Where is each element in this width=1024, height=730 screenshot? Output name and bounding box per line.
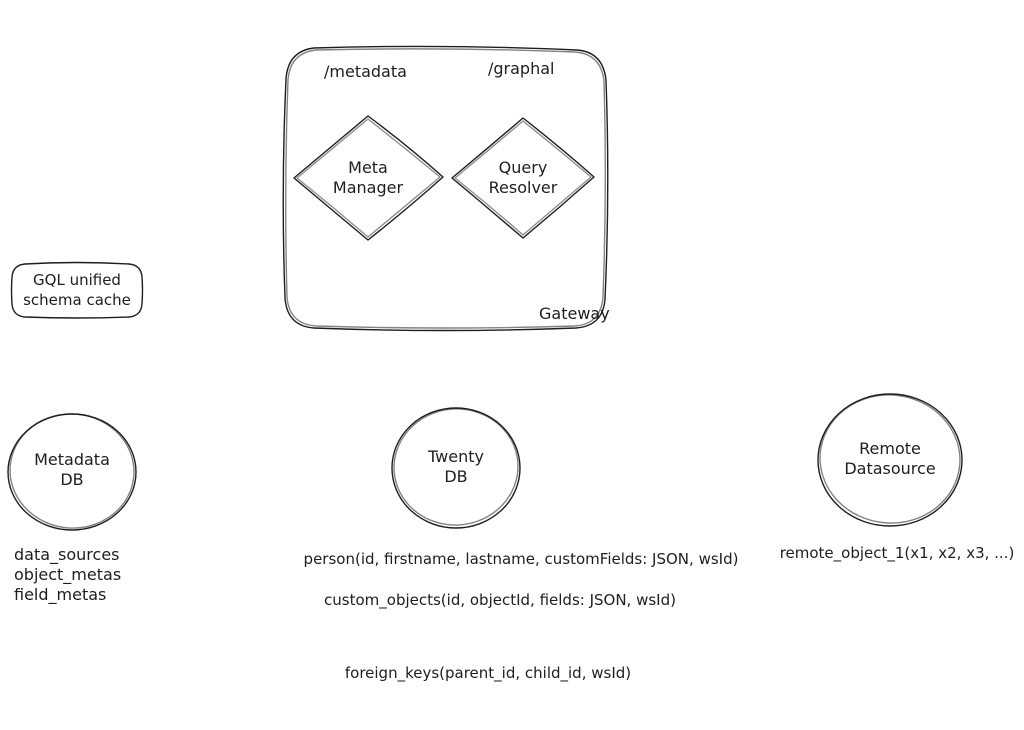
remote-datasource-label: Remote Datasource [844, 439, 936, 478]
cache-label: GQL unified schema cache [23, 271, 131, 309]
table-row: object_metas [14, 565, 122, 584]
remote-datasource-table: remote_object_1(x1, x2, x3, ...) [779, 544, 1015, 562]
metadata-db-tables: data_sources object_metas field_metas [14, 545, 121, 605]
table-row: field_metas [14, 585, 107, 604]
query-resolver-label: Query Resolver [488, 158, 558, 197]
remote-datasource-circle [817, 393, 963, 527]
metadata-db-circle-overstroke [9, 413, 135, 529]
query-resolver-diamond [451, 117, 595, 239]
twenty-db-table-foreign-keys: foreign_keys(parent_id, child_id, wsId) [344, 664, 632, 682]
query-resolver-diamond-overstroke [454, 120, 592, 236]
meta-manager-diamond-overstroke [296, 118, 441, 238]
twenty-db-circle [391, 407, 521, 529]
table-row: data_sources [14, 545, 120, 564]
meta-manager-label: Meta Manager [332, 158, 404, 197]
gateway-title: Gateway [539, 304, 610, 323]
meta-manager-diamond [293, 115, 444, 241]
gateway-box [282, 45, 609, 332]
twenty-db-table-custom-objects: custom_objects(id, objectId, fields: JSO… [324, 591, 676, 609]
twenty-db-label: Twenty DB [428, 447, 484, 486]
gateway-route-metadata-label: /metadata [324, 62, 407, 81]
gateway-box-overstroke [285, 48, 606, 329]
gateway-route-graphql-label: /graphal [488, 59, 555, 78]
twenty-db-circle-overstroke [393, 408, 519, 526]
remote-datasource-circle-overstroke [819, 394, 961, 524]
cache-box [10, 261, 144, 319]
twenty-db-table-person: person(id, firstname, lastname, customFi… [303, 550, 739, 568]
metadata-db-label: Metadata DB [34, 450, 110, 489]
